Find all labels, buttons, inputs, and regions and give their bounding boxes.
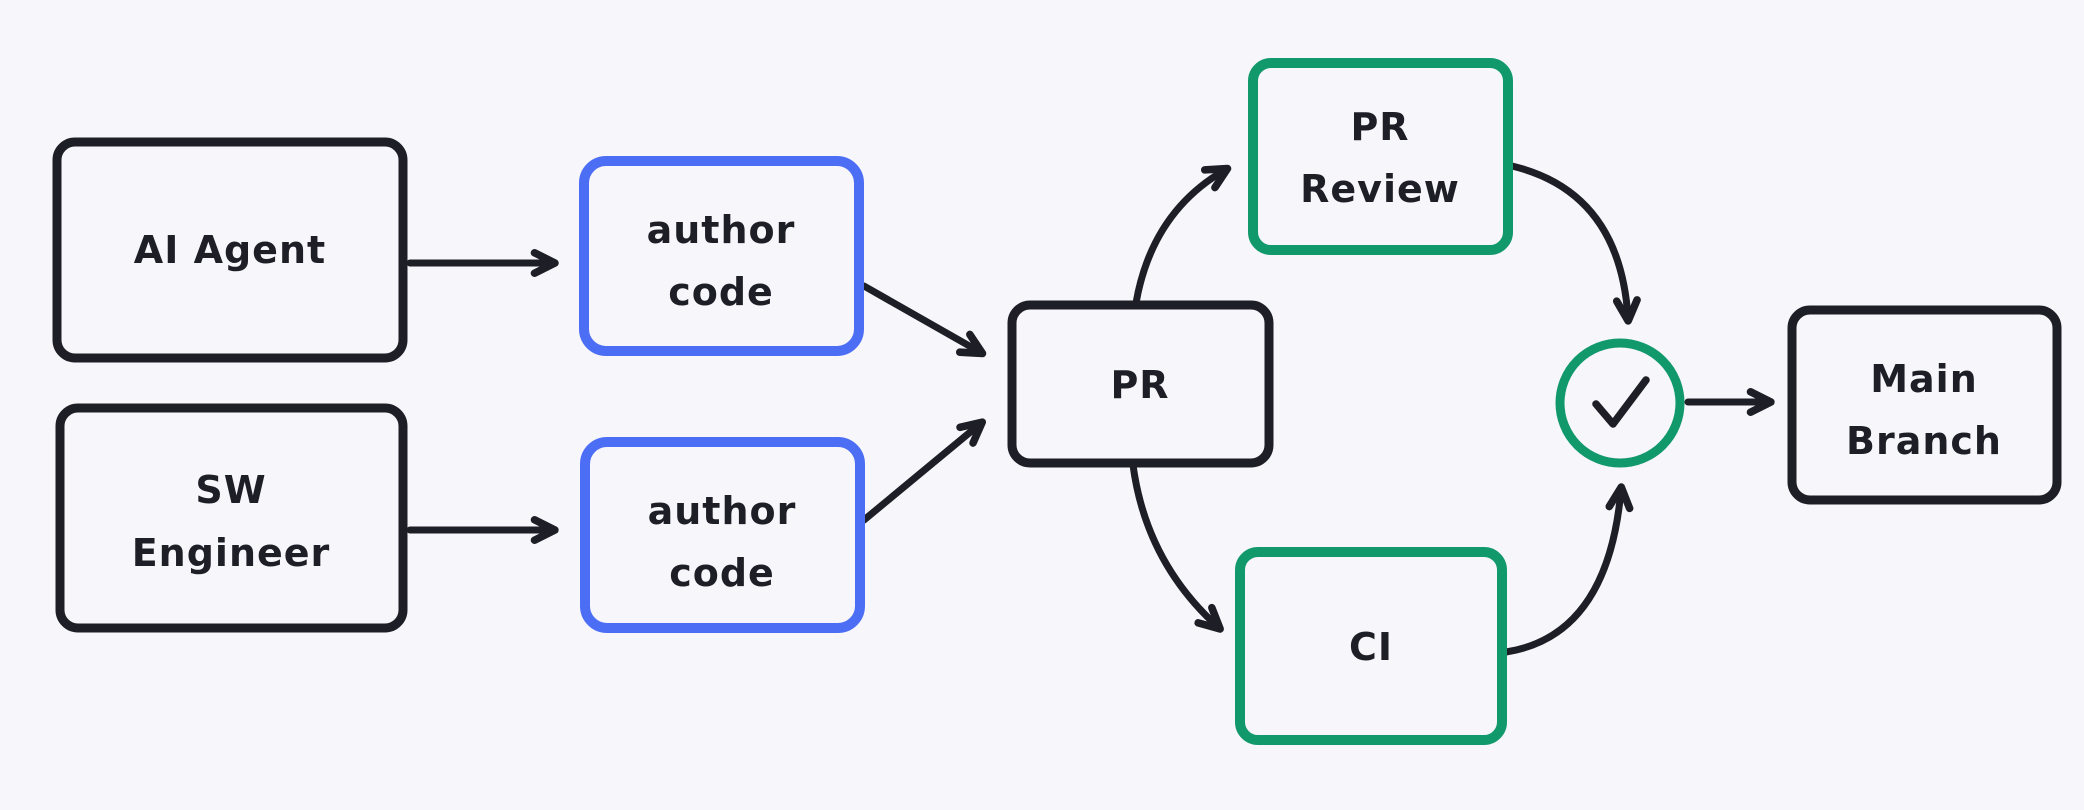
node-pr-review: PR Review: [1248, 58, 1513, 255]
ci-box: [1235, 547, 1507, 745]
sw-engineer-label-line1: SW: [195, 468, 266, 512]
ci-label: CI: [1349, 625, 1393, 669]
author-code-bottom-label-line2: code: [669, 551, 775, 595]
author-code-bottom-label-line1: author: [648, 489, 797, 533]
pr-review-box: [1248, 58, 1513, 255]
main-branch-box: [1787, 305, 2062, 505]
node-author-code-bottom: author code: [580, 437, 865, 633]
author-code-top-label-line1: author: [647, 208, 796, 252]
node-approval-check: [1555, 338, 1685, 468]
ai-agent-label: AI Agent: [134, 228, 326, 272]
pr-box: [1007, 300, 1274, 468]
edge-pr-review-to-approval: [1508, 162, 1641, 325]
edges-layer: [406, 162, 1775, 656]
edge-pr-to-pr-review: [1132, 164, 1232, 307]
approval-circle: [1555, 338, 1685, 468]
edge-author-code-bottom-to-pr: [860, 418, 987, 524]
sw-engineer-box: [55, 403, 408, 633]
edge-pr-to-ci: [1129, 461, 1224, 633]
pr-label: PR: [1110, 363, 1169, 407]
author-code-top-box: [579, 156, 864, 356]
node-author-code-top: author code: [579, 156, 864, 356]
node-main-branch: Main Branch: [1787, 305, 2062, 505]
pr-review-label-line1: PR: [1350, 105, 1409, 149]
ai-agent-box: [52, 137, 408, 363]
node-sw-engineer: SW Engineer: [55, 403, 408, 633]
node-pr: PR: [1007, 300, 1274, 468]
node-ci: CI: [1235, 547, 1507, 745]
edge-author-code-top-to-pr: [860, 282, 987, 358]
main-branch-label-line2: Branch: [1846, 419, 2002, 463]
author-code-top-label-line2: code: [668, 270, 774, 314]
author-code-bottom-box: [580, 437, 865, 633]
pr-review-label-line2: Review: [1300, 167, 1460, 211]
sw-engineer-label-line2: Engineer: [132, 531, 331, 575]
check-icon: [1592, 376, 1650, 428]
main-branch-label-line1: Main: [1870, 357, 1978, 401]
node-ai-agent: AI Agent: [52, 137, 408, 363]
edge-ci-to-approval: [1502, 483, 1634, 656]
